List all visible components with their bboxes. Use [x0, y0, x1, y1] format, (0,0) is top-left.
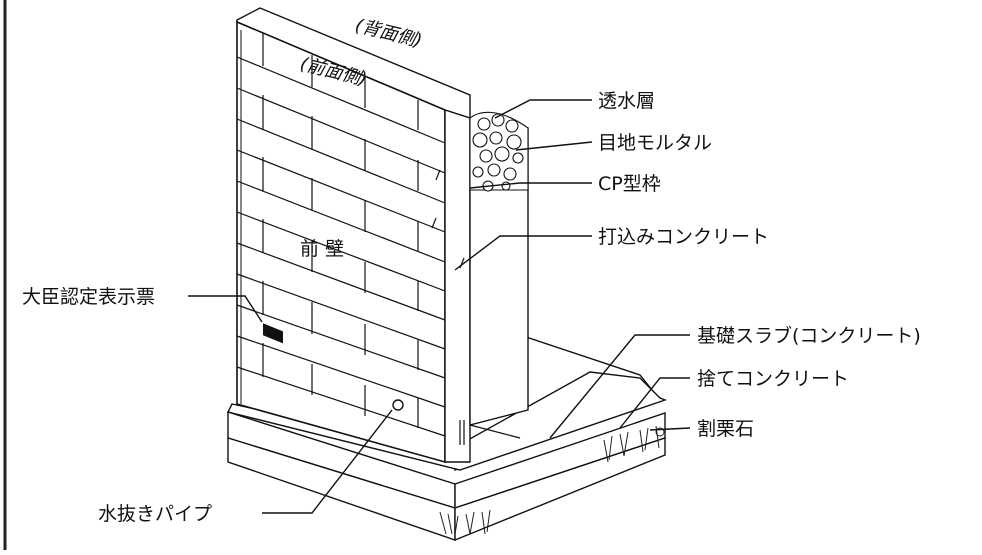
crushed-stone-texture: [439, 425, 665, 535]
permeable-layer-label: 透水層: [598, 90, 655, 112]
cp-frame-label: CP型枠: [598, 173, 661, 195]
minister-label-text: 大臣認定表示票: [22, 286, 155, 308]
base-slab-drawing: [226, 334, 668, 542]
front-wall-drawing: [236, 7, 529, 464]
cast-concrete-label: 打込みコンクリート: [598, 226, 769, 248]
leader-lines: [188, 99, 691, 514]
drain-pipe-label: 水抜きパイプ: [98, 503, 212, 525]
front-wall-label: 前 壁: [300, 238, 344, 260]
leveling-concrete-label: 捨てコンクリート: [697, 368, 849, 390]
minister-label-plate: [263, 323, 283, 344]
back-side-label: (背面側): [353, 15, 424, 52]
permeable-layer-gravel: [469, 111, 529, 192]
drain-pipe-hole: [392, 399, 404, 411]
joint-mortar-label: 目地モルタル: [598, 132, 712, 154]
foundation-slab-label: 基礎スラブ(コンクリート): [697, 324, 921, 347]
crushed-stone-label: 割栗石: [697, 418, 754, 440]
